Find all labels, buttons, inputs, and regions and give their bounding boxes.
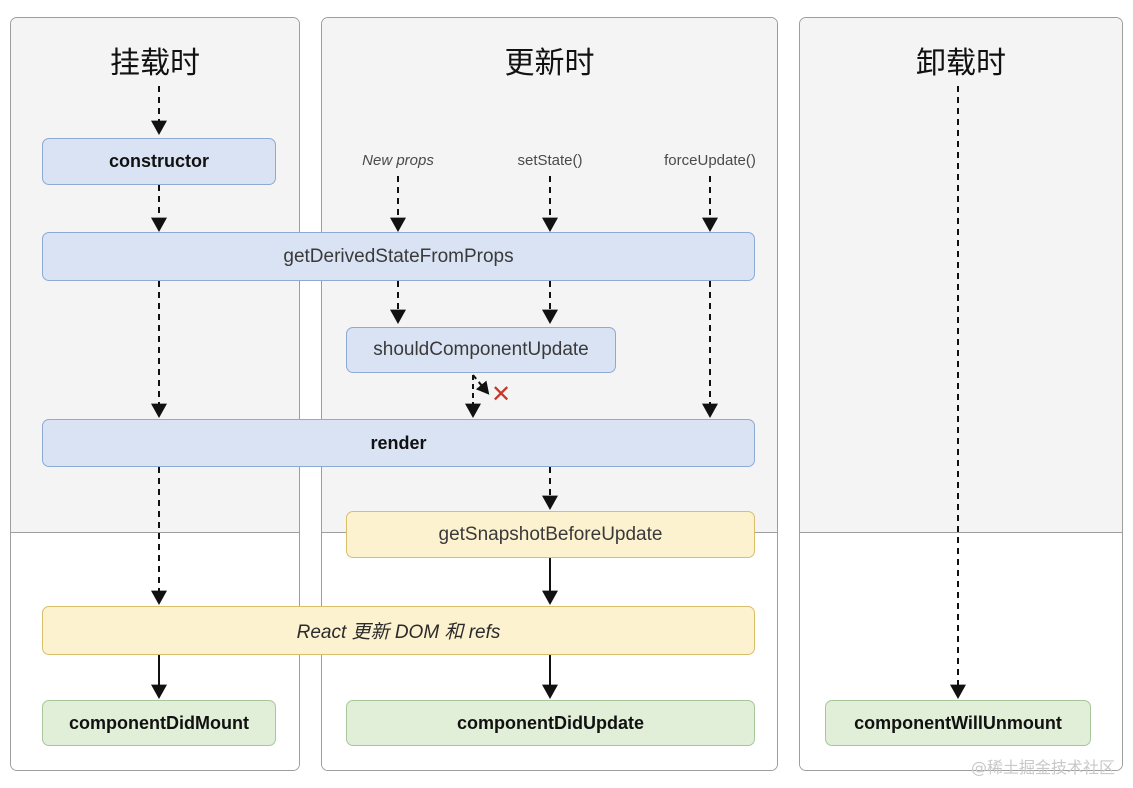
node-get-snapshot-before-update[interactable]: getSnapshotBeforeUpdate — [346, 511, 755, 558]
panel-unmounting: 卸载时 — [799, 17, 1123, 771]
node-react-updates-dom-and-refs-label: React 更新 DOM 和 refs — [296, 622, 501, 643]
node-should-component-update[interactable]: shouldComponentUpdate — [346, 327, 616, 373]
trigger-force-update: forceUpdate() — [664, 152, 756, 169]
node-should-component-update-label: shouldComponentUpdate — [373, 339, 589, 360]
node-component-will-unmount[interactable]: componentWillUnmount — [825, 700, 1091, 746]
panel-mounting: 挂载时 — [10, 17, 300, 771]
trigger-new-props: New props — [362, 152, 434, 169]
panel-updating: 更新时 — [321, 17, 778, 771]
skip-render-cross-icon: ✕ — [490, 380, 512, 408]
node-component-did-mount[interactable]: componentDidMount — [42, 700, 276, 746]
render-phase-region-unmounting — [800, 18, 1122, 533]
node-render[interactable]: render — [42, 419, 755, 467]
node-constructor-label: constructor — [108, 151, 209, 171]
panel-title-unmounting: 卸载时 — [916, 46, 1006, 81]
node-render-label: render — [370, 432, 427, 453]
node-get-derived-state-from-props-label: getDerivedStateFromProps — [283, 245, 514, 267]
node-get-snapshot-before-update-label: getSnapshotBeforeUpdate — [438, 523, 663, 545]
trigger-new-props-label: New props — [362, 152, 434, 169]
trigger-force-update-label: forceUpdate() — [664, 152, 756, 169]
panel-title-updating: 更新时 — [504, 46, 595, 81]
panel-title-mounting: 挂载时 — [110, 46, 200, 81]
node-constructor[interactable]: constructor — [42, 138, 276, 185]
node-component-did-update-label: componentDidUpdate — [457, 712, 644, 733]
node-component-did-update[interactable]: componentDidUpdate — [346, 700, 755, 746]
node-component-will-unmount-label: componentWillUnmount — [854, 712, 1062, 733]
watermark: @稀土掘金技术社区 — [970, 758, 1115, 777]
node-get-derived-state-from-props[interactable]: getDerivedStateFromProps — [42, 232, 755, 281]
node-component-did-mount-label: componentDidMount — [69, 712, 249, 733]
node-react-updates-dom-and-refs[interactable]: React 更新 DOM 和 refs — [42, 606, 755, 655]
trigger-set-state: setState() — [517, 152, 582, 169]
trigger-set-state-label: setState() — [517, 152, 583, 169]
